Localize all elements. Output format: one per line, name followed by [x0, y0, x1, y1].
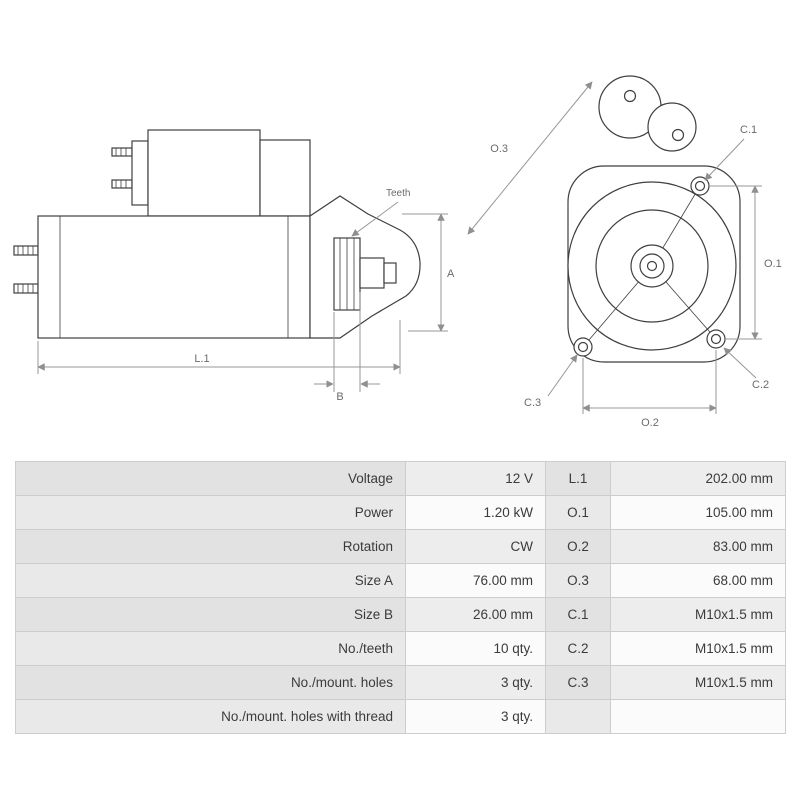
dim-value: 105.00 mm [610, 495, 786, 530]
dim-label-b: B [336, 391, 343, 403]
dim-value [610, 699, 786, 734]
spec-value: 3 qty. [405, 665, 546, 700]
spec-table: Voltage 12 V L.1 202.00 mm Power 1.20 kW… [15, 461, 786, 734]
spec-label: No./mount. holes with thread [15, 699, 406, 734]
dim-label-o2: O.2 [641, 417, 659, 429]
spec-value: 12 V [405, 461, 546, 496]
front-view-drawing: O.3 C.1 O.1 C.2 C.3 O.2 [467, 75, 782, 429]
dim-label-l1: L.1 [194, 353, 209, 365]
spec-value: 10 qty. [405, 631, 546, 666]
dim-key: C.1 [545, 597, 611, 632]
dim-value: M10x1.5 mm [610, 665, 786, 700]
spec-value: 26.00 mm [405, 597, 546, 632]
spec-label: No./teeth [15, 631, 406, 666]
teeth-label: Teeth [386, 188, 410, 199]
dim-key: L.1 [545, 461, 611, 496]
dim-key: O.3 [545, 563, 611, 598]
technical-drawing: Teeth L.1 A B [13, 75, 782, 429]
spec-value: 76.00 mm [405, 563, 546, 598]
dim-label-o1: O.1 [764, 258, 782, 270]
table-row: No./teeth 10 qty. C.2 M10x1.5 mm [15, 631, 786, 666]
spec-label: Size B [15, 597, 406, 632]
spec-value: 3 qty. [405, 699, 546, 734]
spec-label: Size A [15, 563, 406, 598]
dim-key: O.2 [545, 529, 611, 564]
dim-value: 68.00 mm [610, 563, 786, 598]
solenoid-cap [131, 140, 149, 206]
table-row: No./mount. holes with thread 3 qty. [15, 699, 786, 734]
table-row: Power 1.20 kW O.1 105.00 mm [15, 495, 786, 530]
spec-value: CW [405, 529, 546, 564]
dim-value: 83.00 mm [610, 529, 786, 564]
spec-label: Voltage [15, 461, 406, 496]
solenoid-body [147, 129, 261, 217]
dim-key: O.1 [545, 495, 611, 530]
dim-value: M10x1.5 mm [610, 631, 786, 666]
dim-value: M10x1.5 mm [610, 597, 786, 632]
spec-label: Rotation [15, 529, 406, 564]
table-row: Voltage 12 V L.1 202.00 mm [15, 461, 786, 496]
spec-label: No./mount. holes [15, 665, 406, 700]
table-row: Size B 26.00 mm C.1 M10x1.5 mm [15, 597, 786, 632]
dim-value: 202.00 mm [610, 461, 786, 496]
dim-label-c3: C.3 [524, 397, 541, 409]
dim-label-o3: O.3 [490, 143, 508, 155]
spec-value: 1.20 kW [405, 495, 546, 530]
dim-key [545, 699, 611, 734]
side-view-drawing: Teeth L.1 A B [13, 129, 455, 403]
dim-label-c2: C.2 [752, 379, 769, 391]
dim-key: C.3 [545, 665, 611, 700]
spec-label: Power [15, 495, 406, 530]
table-row: No./mount. holes 3 qty. C.3 M10x1.5 mm [15, 665, 786, 700]
dim-label-a: A [447, 268, 455, 280]
table-row: Rotation CW O.2 83.00 mm [15, 529, 786, 564]
table-row: Size A 76.00 mm O.3 68.00 mm [15, 563, 786, 598]
motor-body [37, 215, 311, 339]
dim-label-c1: C.1 [740, 124, 757, 136]
dim-key: C.2 [545, 631, 611, 666]
